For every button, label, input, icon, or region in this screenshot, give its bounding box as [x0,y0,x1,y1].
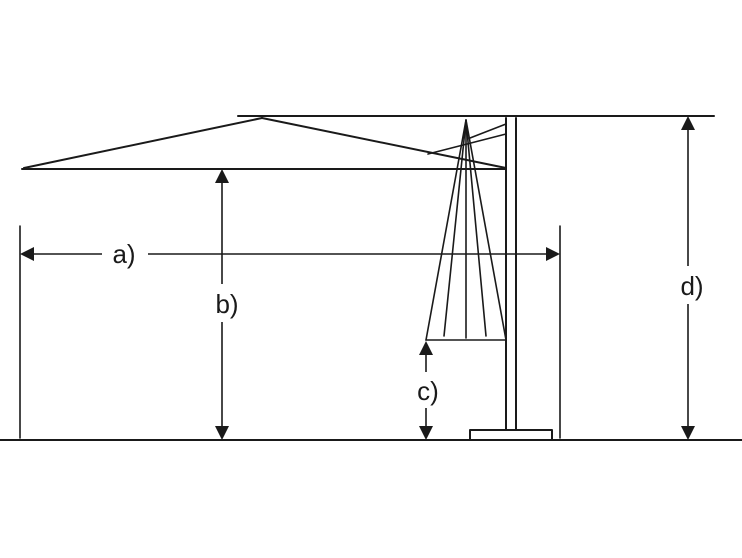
dimension-d-top-arrow [681,116,695,130]
folded-canopy [425,119,507,341]
dimension-d-bottom-arrow [681,426,695,440]
dimension-b: b) [206,169,244,440]
dimension-a-left-arrow [20,247,34,261]
dimension-d: d) [670,116,710,440]
dimension-a-label: a) [112,239,135,269]
dimension-a: a) [19,225,561,439]
dimension-b-top-arrow [215,169,229,183]
dimension-b-label: b) [215,289,238,319]
dimension-c-top-arrow [419,341,433,355]
dimension-c-bottom-arrow [419,426,433,440]
strut-upper [469,123,507,139]
canopy-left-slope [23,117,263,169]
dimension-c: c) [410,341,446,440]
dimension-d-label: d) [680,271,703,301]
dimension-a-right-arrow [546,247,560,261]
dimension-c-label: c) [417,376,439,406]
dimension-b-bottom-arrow [215,426,229,440]
umbrella-base [469,429,553,441]
strut-lower [427,133,507,155]
